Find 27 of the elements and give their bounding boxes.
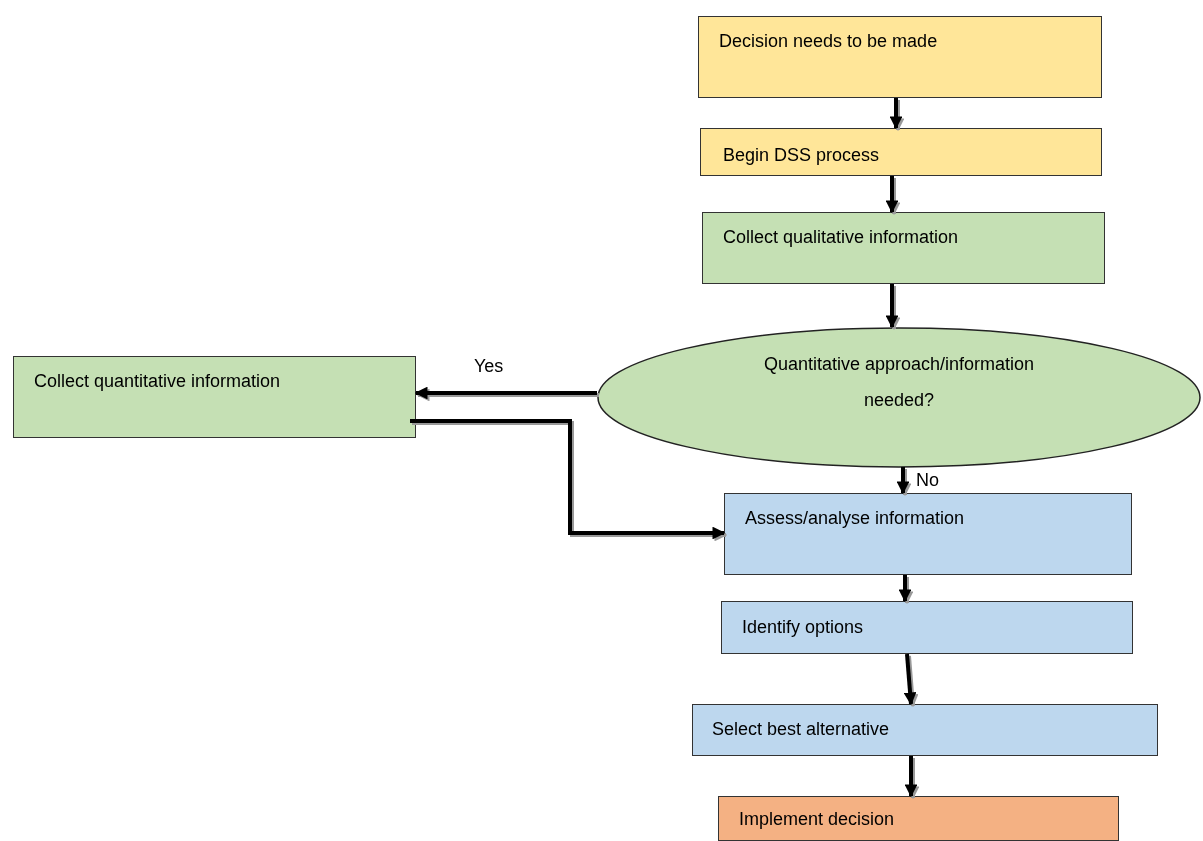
arrow	[889, 98, 903, 130]
node-label: Begin DSS process	[723, 145, 880, 166]
arrow	[898, 575, 912, 603]
process-box	[692, 704, 1158, 756]
arrow	[414, 386, 597, 400]
process-box	[718, 796, 1119, 841]
node-label: Collect quantitative information	[34, 371, 281, 392]
process-box	[700, 128, 1102, 176]
process-box	[13, 356, 416, 438]
process-box	[721, 601, 1133, 654]
node-label: Identify options	[742, 617, 864, 638]
process-box	[702, 212, 1105, 284]
node-label: Quantitative approach/information needed?	[762, 353, 1036, 412]
arrow	[904, 756, 918, 798]
process-box	[724, 493, 1132, 575]
arrow	[885, 284, 899, 329]
node-label: Assess/analyse information	[745, 508, 965, 529]
arrow	[410, 419, 726, 540]
arrow	[885, 176, 899, 214]
node-label: Decision needs to be made	[719, 31, 938, 52]
decision-ellipse	[597, 327, 1201, 468]
node-label: Select best alternative	[712, 719, 890, 740]
node-label: Collect qualitative information	[723, 227, 959, 248]
node-label: Implement decision	[739, 809, 895, 830]
process-box	[698, 16, 1102, 98]
arrow	[896, 467, 910, 495]
arrow	[903, 653, 917, 706]
